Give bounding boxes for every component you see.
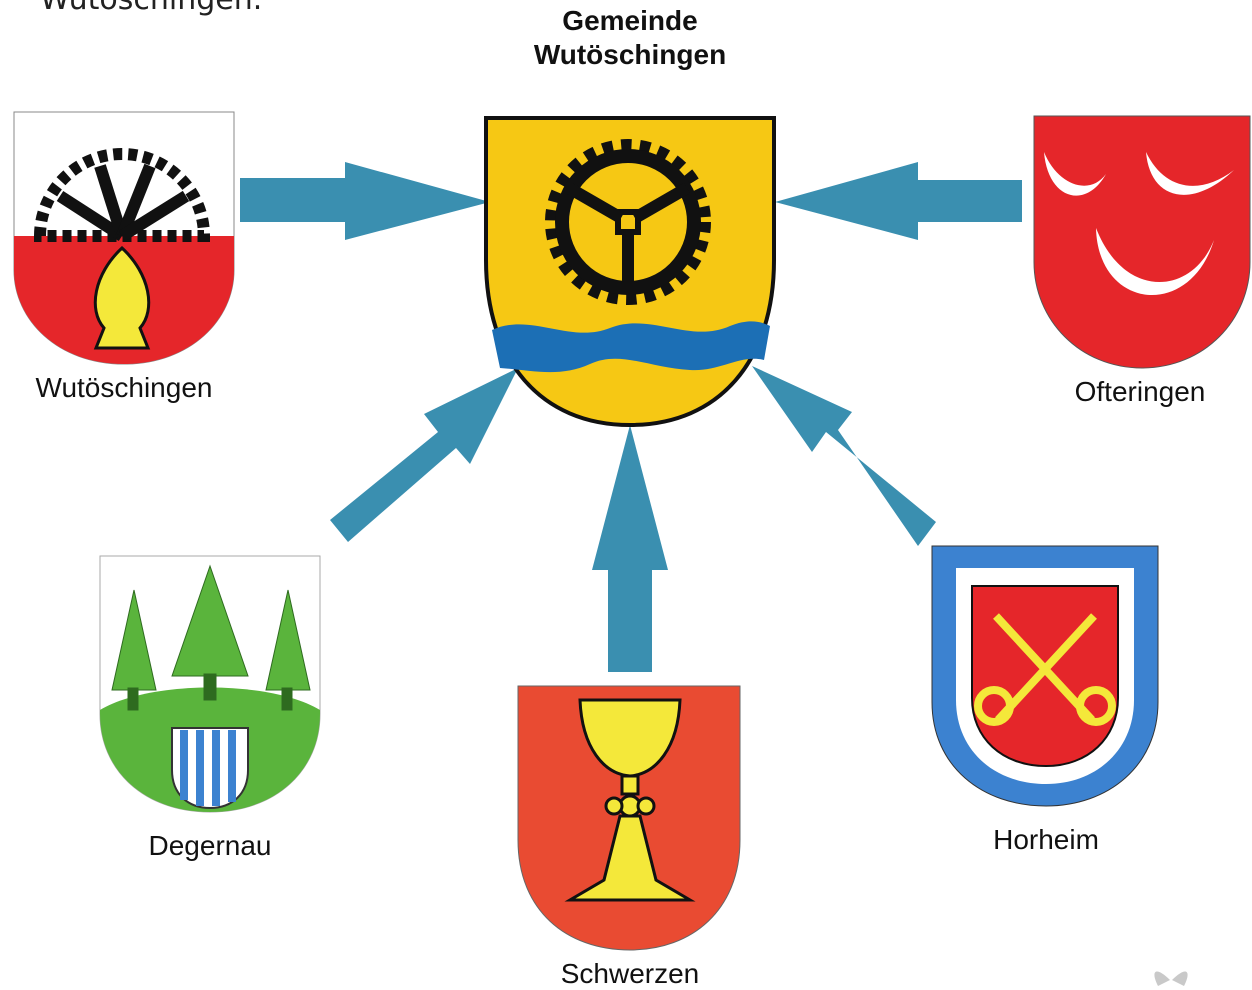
label-ofteringen: Ofteringen (1074, 376, 1206, 407)
label-horheim: Horheim (993, 824, 1099, 855)
fir-tree-icon-1 (111, 589, 157, 711)
mill-wheel-icon (545, 139, 711, 305)
central-coat-of-arms (484, 116, 776, 428)
crescent-icon-1 (1044, 152, 1106, 196)
arrow-from-schwerzen (592, 425, 668, 672)
fir-tree-icon-2 (171, 564, 249, 701)
label-schwerzen: Schwerzen (560, 958, 700, 989)
label-wutoeschingen: Wutöschingen (35, 372, 213, 403)
crossed-keys-icon (974, 613, 1116, 726)
ofteringen-coat-of-arms (1033, 115, 1251, 369)
crescent-icon-3 (1096, 228, 1214, 296)
title-line-1: Gemeinde (562, 5, 698, 36)
label-degernau: Degernau (148, 830, 272, 861)
arrow-from-degernau (330, 368, 518, 542)
wutoeschingen-coat-of-arms (13, 111, 235, 365)
cut-off-heading: Wutöschingen. (40, 0, 262, 17)
bishop-mitre-icon (93, 245, 151, 350)
arrow-from-ofteringen (775, 162, 1022, 240)
river-wave (492, 321, 770, 373)
chalice-icon (564, 698, 696, 902)
degernau-coat-of-arms (99, 555, 321, 813)
arrows (240, 162, 1022, 672)
diagram-title: Gemeinde Wutöschingen (490, 4, 770, 72)
half-mill-wheel-icon (33, 148, 211, 242)
horheim-coat-of-arms (931, 545, 1159, 807)
title-line-2: Wutöschingen (533, 39, 727, 70)
arrow-from-horheim (752, 366, 936, 546)
arrow-from-wutoeschingen (240, 162, 490, 240)
striped-inescutcheon (171, 727, 249, 810)
crescent-icon-2 (1146, 152, 1234, 195)
butterfly-watermark-icon (1154, 971, 1188, 986)
fir-tree-icon-3 (265, 589, 311, 711)
schwerzen-coat-of-arms (517, 685, 741, 951)
